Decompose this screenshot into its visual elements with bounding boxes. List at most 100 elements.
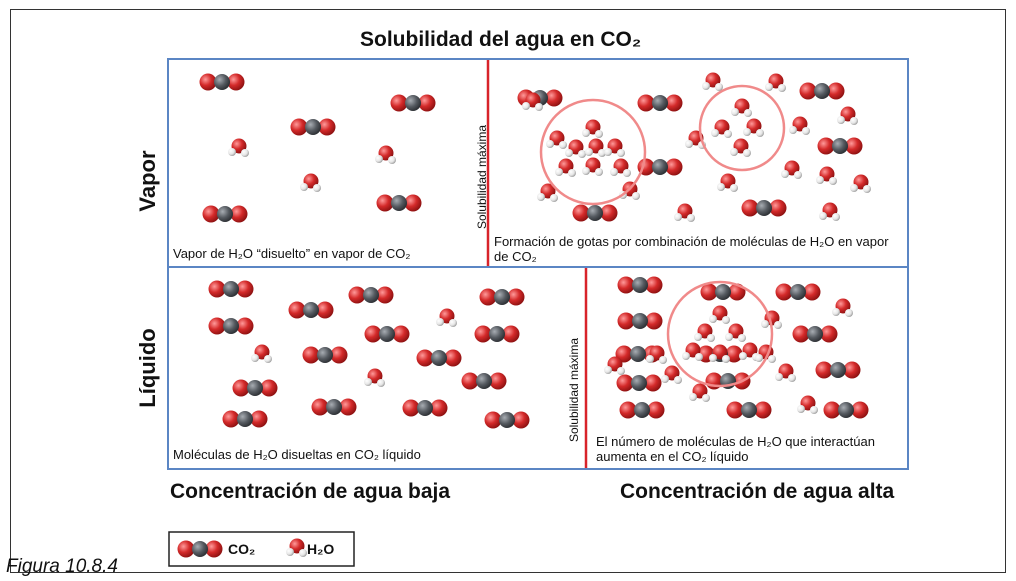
- co2-molecule-icon: [208, 280, 254, 298]
- co2-molecule-icon: [775, 283, 821, 301]
- caption-vapor-low: Vapor de H₂O “disuelto” en vapor de CO₂: [173, 246, 411, 261]
- h2o-molecule-icon: [682, 342, 703, 361]
- h2o-molecule-icon: [775, 363, 796, 382]
- co2-molecule-icon: [479, 288, 525, 306]
- caption-liquid-low: Moléculas de H₂O disueltas en CO₂ líquid…: [173, 447, 421, 462]
- co2-molecule-icon: [222, 410, 268, 428]
- h2o-molecule-icon: [709, 305, 730, 324]
- co2-molecule-icon: [348, 286, 394, 304]
- caption-vapor-high: Formación de gotas por combinación de mo…: [494, 234, 889, 264]
- h2o-molecule-icon: [300, 173, 321, 192]
- figure-label: Figura 10.8.4: [6, 556, 118, 577]
- h2o-molecule-icon: [661, 365, 682, 384]
- h2o-molecule-icon: [725, 323, 746, 342]
- figure-frame: [10, 9, 1006, 573]
- co2-molecule-icon: [616, 374, 662, 392]
- cluster-ring: [666, 280, 774, 388]
- h2o-molecule-icon: [522, 92, 543, 111]
- co2-molecule-icon: [402, 399, 448, 417]
- h2o-molecule-icon: [585, 138, 606, 157]
- h2o-molecule-icon: [730, 138, 751, 157]
- legend: [168, 531, 355, 567]
- legend-h2o-label: H₂O: [307, 541, 335, 557]
- h2o-molecule-icon: [781, 160, 802, 179]
- h2o-molecule-icon: [816, 166, 837, 185]
- co2-molecule-icon: [823, 401, 869, 419]
- h2o-molecule-icon: [819, 202, 840, 221]
- co2-molecule-icon: [617, 276, 663, 294]
- h2o-molecule-icon: [837, 106, 858, 125]
- h2o-molecule-icon: [755, 344, 776, 363]
- co2-molecule-icon: [290, 118, 336, 136]
- h2o-molecule-icon: [537, 183, 558, 202]
- co2-molecule-icon: [637, 94, 683, 112]
- h2o-molecule-icon: [689, 383, 710, 402]
- co2-molecule-icon: [416, 349, 462, 367]
- column-label-low: Concentración de agua baja: [170, 480, 451, 503]
- h2o-molecule-icon: [789, 116, 810, 135]
- h2o-molecule-icon: [765, 73, 786, 92]
- cluster-ring: [698, 84, 786, 172]
- co2-molecule-icon: [815, 361, 861, 379]
- h2o-molecule-icon: [702, 72, 723, 91]
- co2-molecule-icon: [817, 137, 863, 155]
- co2-molecule-icon: [288, 301, 334, 319]
- co2-molecule-icon: [302, 346, 348, 364]
- h2o-molecule-icon: [850, 174, 871, 193]
- h2o-molecule-icon: [565, 139, 586, 158]
- co2-molecule-icon: [461, 372, 507, 390]
- h2o-molecule-icon: [711, 119, 732, 138]
- co2-molecule-icon: [390, 94, 436, 112]
- h2o-molecule-icon: [731, 98, 752, 117]
- co2-molecule-icon: [637, 158, 683, 176]
- co2-molecule-icon: [741, 199, 787, 217]
- co2-molecule-icon: [208, 317, 254, 335]
- co2-molecule-icon: [311, 398, 357, 416]
- legend-co2-label: CO₂: [228, 541, 256, 557]
- boundary-label-liquid: Solubilidad máxima: [567, 337, 581, 443]
- panel-liquid: [167, 266, 909, 470]
- co2-molecule-icon: [474, 325, 520, 343]
- h2o-molecule-icon: [743, 118, 764, 137]
- h2o-molecule-icon: [797, 395, 818, 414]
- h2o-molecule-icon: [251, 344, 272, 363]
- h2o-molecule-icon: [832, 298, 853, 317]
- co2-molecule-icon: [232, 379, 278, 397]
- h2o-molecule-icon: [674, 203, 695, 222]
- diagram-title: Solubilidad del agua en CO₂: [360, 28, 642, 51]
- h2o-molecule-icon: [604, 356, 625, 375]
- h2o-molecule-icon: [646, 345, 667, 364]
- co2-molecule-icon: [572, 204, 618, 222]
- cluster-rings: [539, 84, 786, 388]
- h2o-molecule-icon: [610, 158, 631, 177]
- co2-molecule-icon: [799, 82, 845, 100]
- h2o-molecule-icon: [364, 368, 385, 387]
- boundary-label-vapor: Solubilidad máxima: [475, 124, 489, 230]
- panel-grid: [167, 58, 909, 470]
- h2o-molecule-icon: [604, 138, 625, 157]
- co2-molecule-icon: [177, 540, 223, 558]
- co2-molecule-icon: [364, 325, 410, 343]
- co2-molecule-icon: [199, 73, 245, 91]
- co2-molecule-icon: [202, 205, 248, 223]
- h2o-molecule-icon: [546, 130, 567, 149]
- h2o-molecule-icon: [286, 538, 307, 557]
- h2o-molecule-icon: [436, 308, 457, 327]
- cluster-ring: [539, 98, 647, 206]
- co2-molecule-icon: [376, 194, 422, 212]
- caption-liquid-high: El número de moléculas de H₂O que intera…: [596, 434, 875, 464]
- co2-molecule-icon: [617, 312, 663, 330]
- h2o-molecule-icon: [694, 323, 715, 342]
- h2o-molecule-icon: [582, 157, 603, 176]
- h2o-molecule-icon: [375, 145, 396, 164]
- co2-molecule-icon: [700, 283, 746, 301]
- co2-molecule-icon: [619, 401, 665, 419]
- co2-molecule-icon: [792, 325, 838, 343]
- co2-molecule-icon: [726, 401, 772, 419]
- h2o-molecule-icon: [582, 119, 603, 138]
- h2o-molecule-icon: [717, 173, 738, 192]
- h2o-molecule-icon: [228, 138, 249, 157]
- h2o-molecule-icon: [709, 344, 730, 363]
- column-label-high: Concentración de agua alta: [620, 480, 895, 503]
